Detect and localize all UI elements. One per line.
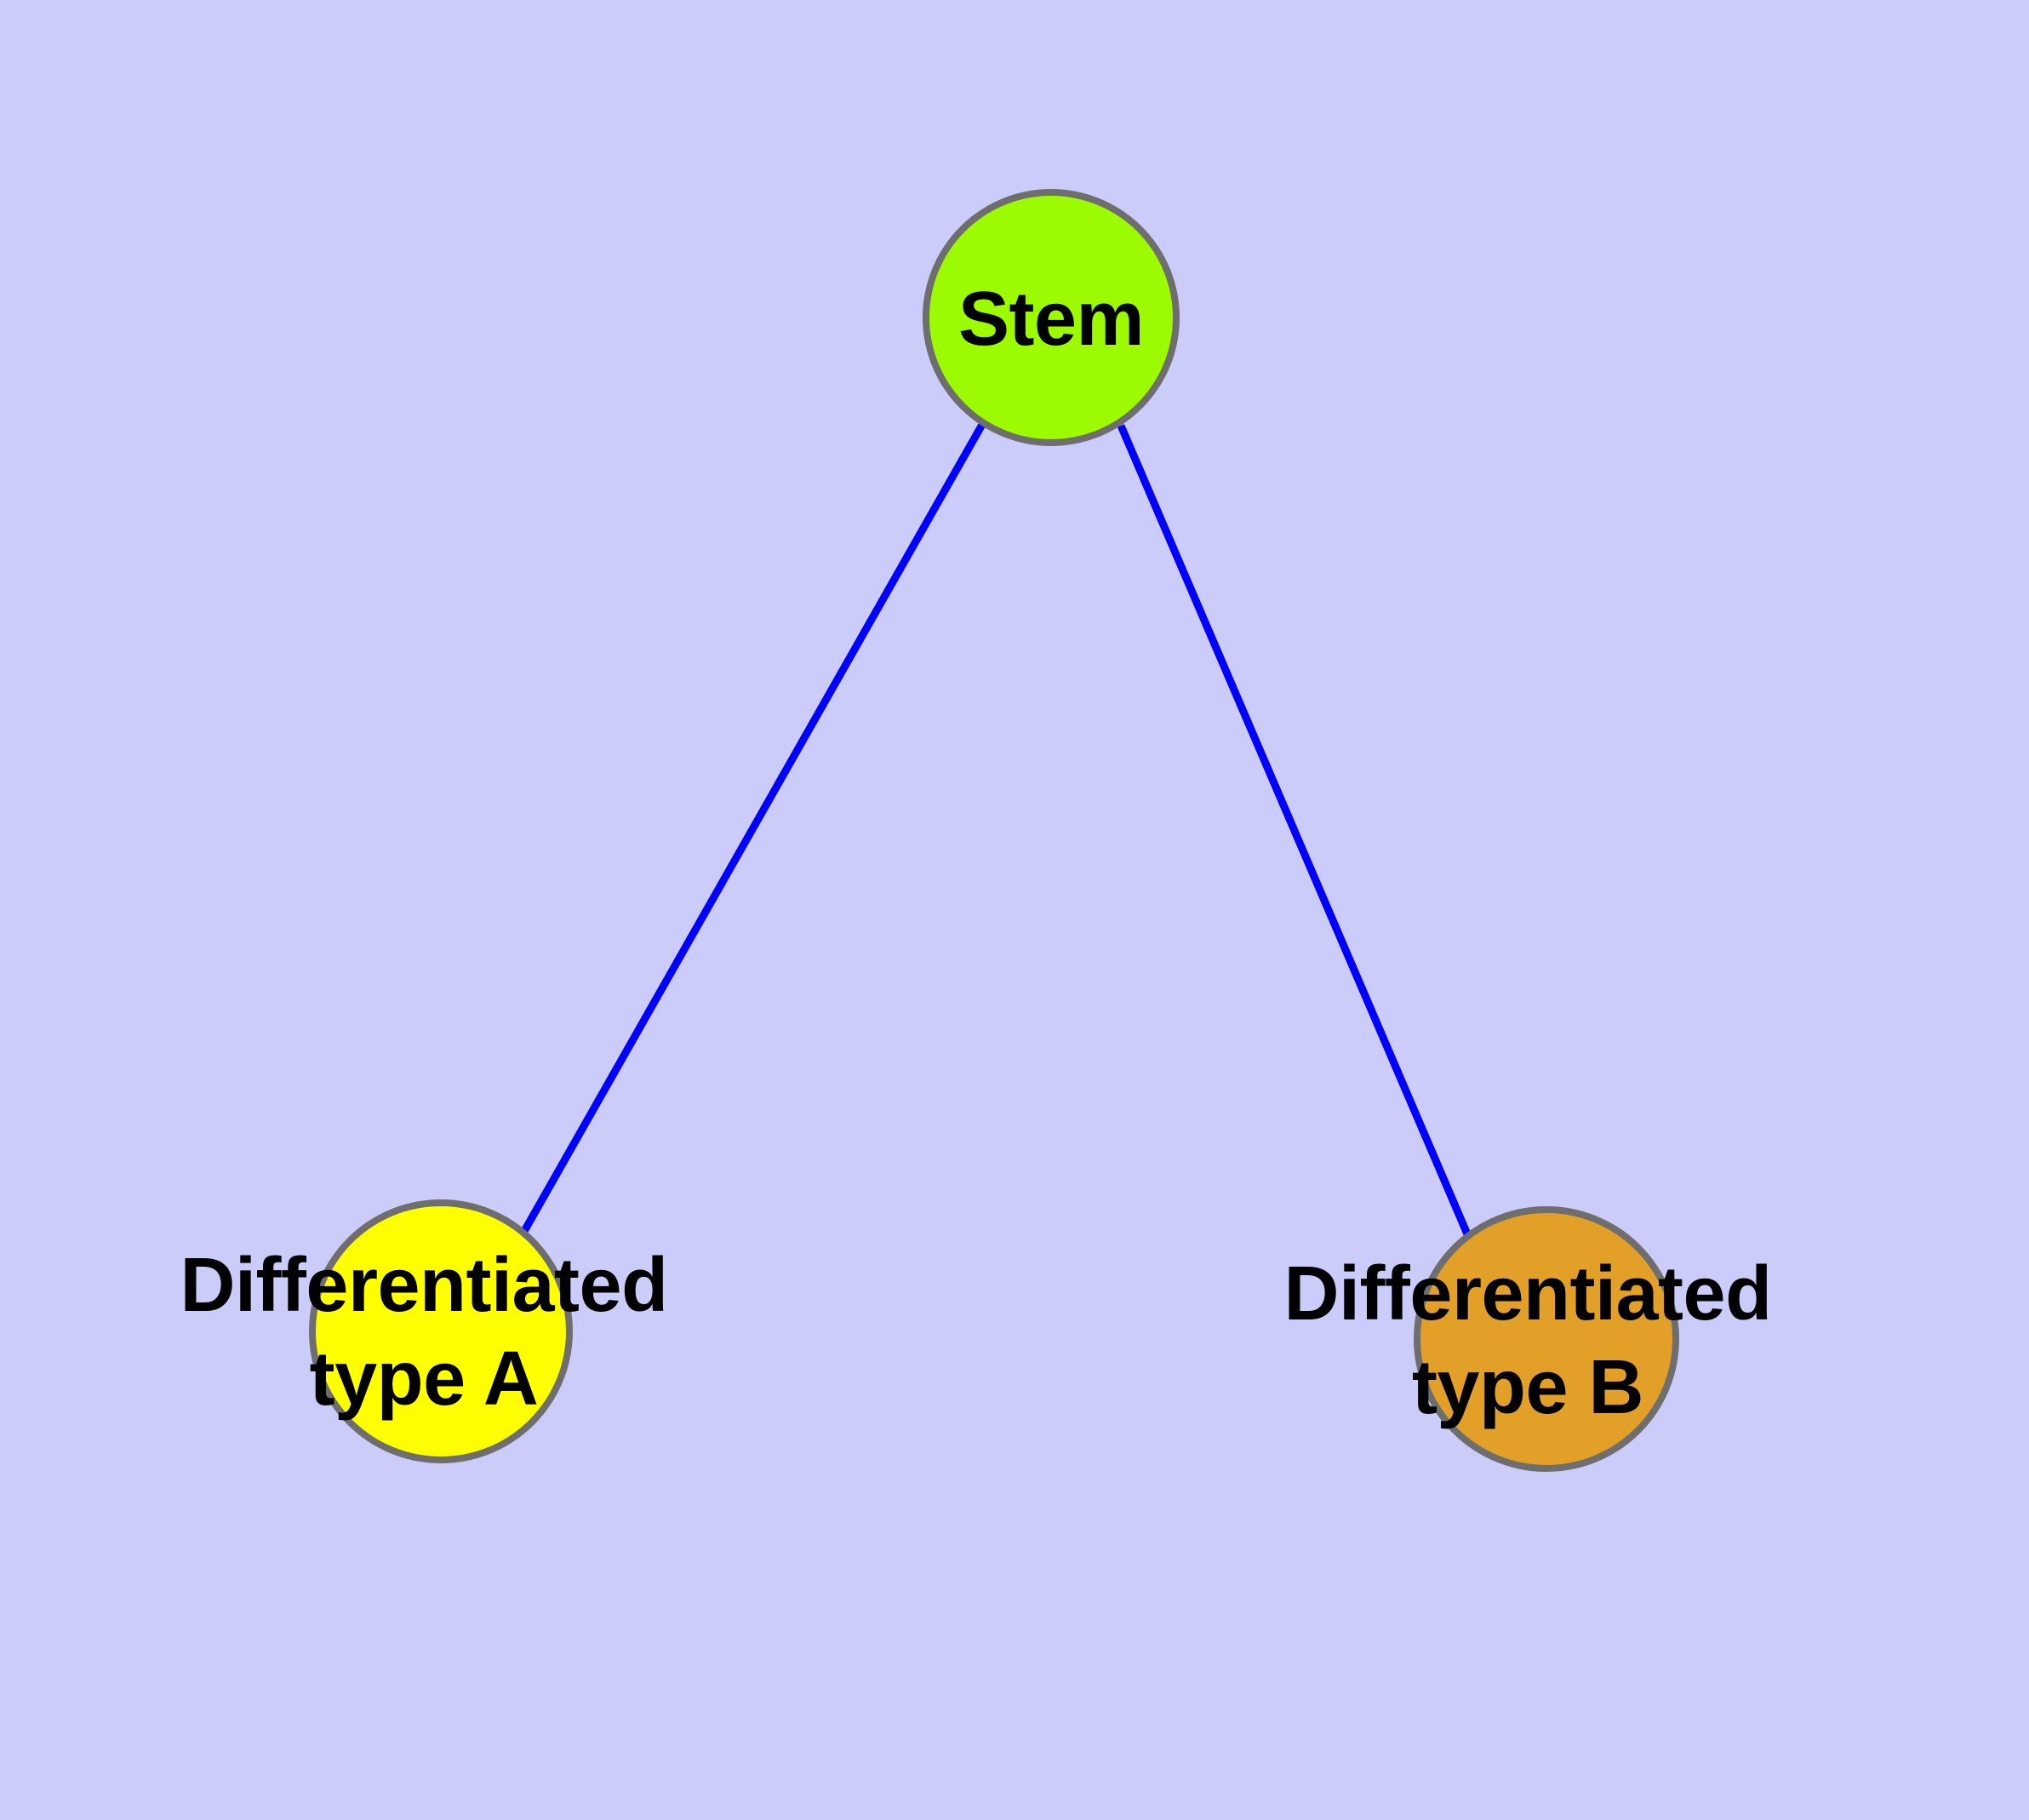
node-type-b[interactable]	[1414, 1206, 1679, 1472]
node-stem[interactable]	[923, 189, 1180, 446]
edge-stem-to-type-b[interactable]	[1117, 424, 1472, 1238]
edge-layer	[520, 421, 1472, 1238]
edge-stem-to-type-a[interactable]	[520, 421, 986, 1235]
node-layer	[309, 189, 1679, 1472]
node-type-a[interactable]	[309, 1199, 573, 1463]
